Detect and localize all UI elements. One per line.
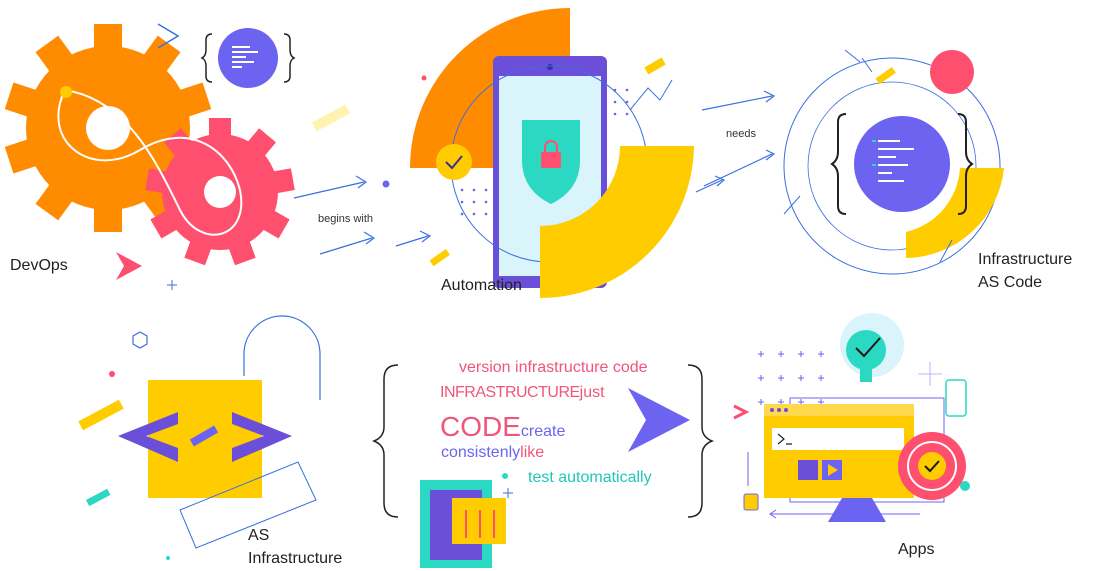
orange-arc-shape [410, 8, 570, 168]
pink-chevron-icon [116, 252, 142, 280]
slash-bar [189, 425, 219, 447]
iac-inner-ring [807, 81, 977, 251]
watch-icon [743, 493, 759, 511]
label-devops: DevOps [10, 257, 68, 274]
phone-outline-icon [945, 379, 967, 417]
arrows-devops-to-automation [293, 175, 432, 255]
word-create: create [520, 423, 566, 440]
iac-yellow-arc [906, 168, 1004, 258]
word-code: CODE [440, 411, 521, 442]
yellow-dash-3 [429, 248, 450, 267]
label-as-line2: Infrastructure [248, 550, 343, 567]
pink-dot [421, 75, 427, 81]
label-iac-line2: AS Code [978, 274, 1043, 291]
label-apps: Apps [898, 541, 935, 558]
iac-code-bubble-icon [830, 113, 974, 215]
word-just: just [579, 384, 605, 401]
yellow-stripe [78, 399, 124, 431]
iac-tick-lines [844, 49, 873, 73]
right-angle-icon [232, 412, 292, 462]
monitor-icon [764, 397, 945, 522]
label-needs: needs [726, 128, 756, 140]
outline-chevron-icon [157, 23, 180, 49]
yellow-dash-2 [644, 57, 666, 75]
devops-gears-illustration [4, 23, 351, 290]
word-like: like [520, 444, 545, 461]
label-as-line1: AS [248, 527, 270, 544]
lightbulb-check-icon [840, 313, 904, 382]
yellow-dot [60, 86, 72, 98]
word-cloud-braces [371, 364, 715, 518]
word-infrastructure: INFRASTRUCTURE [440, 384, 580, 401]
arch-line [243, 315, 321, 400]
automation-illustration [410, 8, 694, 298]
zigzag-line [629, 79, 673, 111]
word-line-2: INFRASTRUCTUREjust [440, 384, 605, 402]
arrows-automation-to-iac [695, 90, 776, 193]
label-iac-line1: Infrastructure [978, 251, 1073, 268]
iac-yellow-dash [875, 66, 896, 85]
sparkle-icon [167, 280, 177, 290]
word-consistenly: consistenly [441, 444, 521, 461]
iac-illustration [783, 49, 1004, 275]
target-check-icon [898, 432, 970, 500]
word-line-3: CODEcreate [440, 410, 565, 449]
pink-gear-icon [145, 118, 295, 266]
iac-outer-ring [783, 57, 1001, 275]
apps-plus-grid [758, 351, 824, 405]
iac-pink-circle [930, 50, 974, 94]
left-angle-icon [118, 412, 178, 462]
as-infrastructure-illustration [78, 315, 321, 560]
outline-plate [179, 461, 317, 549]
code-bubble-icon [200, 28, 296, 88]
label-begins-with: begins with [318, 213, 374, 225]
infinity-loop-path [57, 88, 243, 236]
big-chevron-icon [628, 388, 690, 452]
outline-hexagon-icon [132, 331, 148, 349]
small-pink-chevron-icon [733, 404, 750, 420]
check-badge-icon [436, 144, 472, 180]
shield-lock-icon [522, 120, 580, 204]
yellow-arc-shape [540, 146, 694, 298]
word-line-4: consistenlylike [441, 444, 544, 462]
label-automation: Automation [441, 277, 522, 294]
folder-device-icon [420, 480, 513, 568]
word-test-automatically: test automatically [528, 469, 652, 486]
apps-illustration [733, 313, 970, 522]
teal-stripe [85, 488, 111, 507]
plus-grid [460, 88, 629, 216]
yellow-dash [311, 104, 351, 132]
word-version-infrastructure-code: version infrastructure code [459, 359, 648, 376]
